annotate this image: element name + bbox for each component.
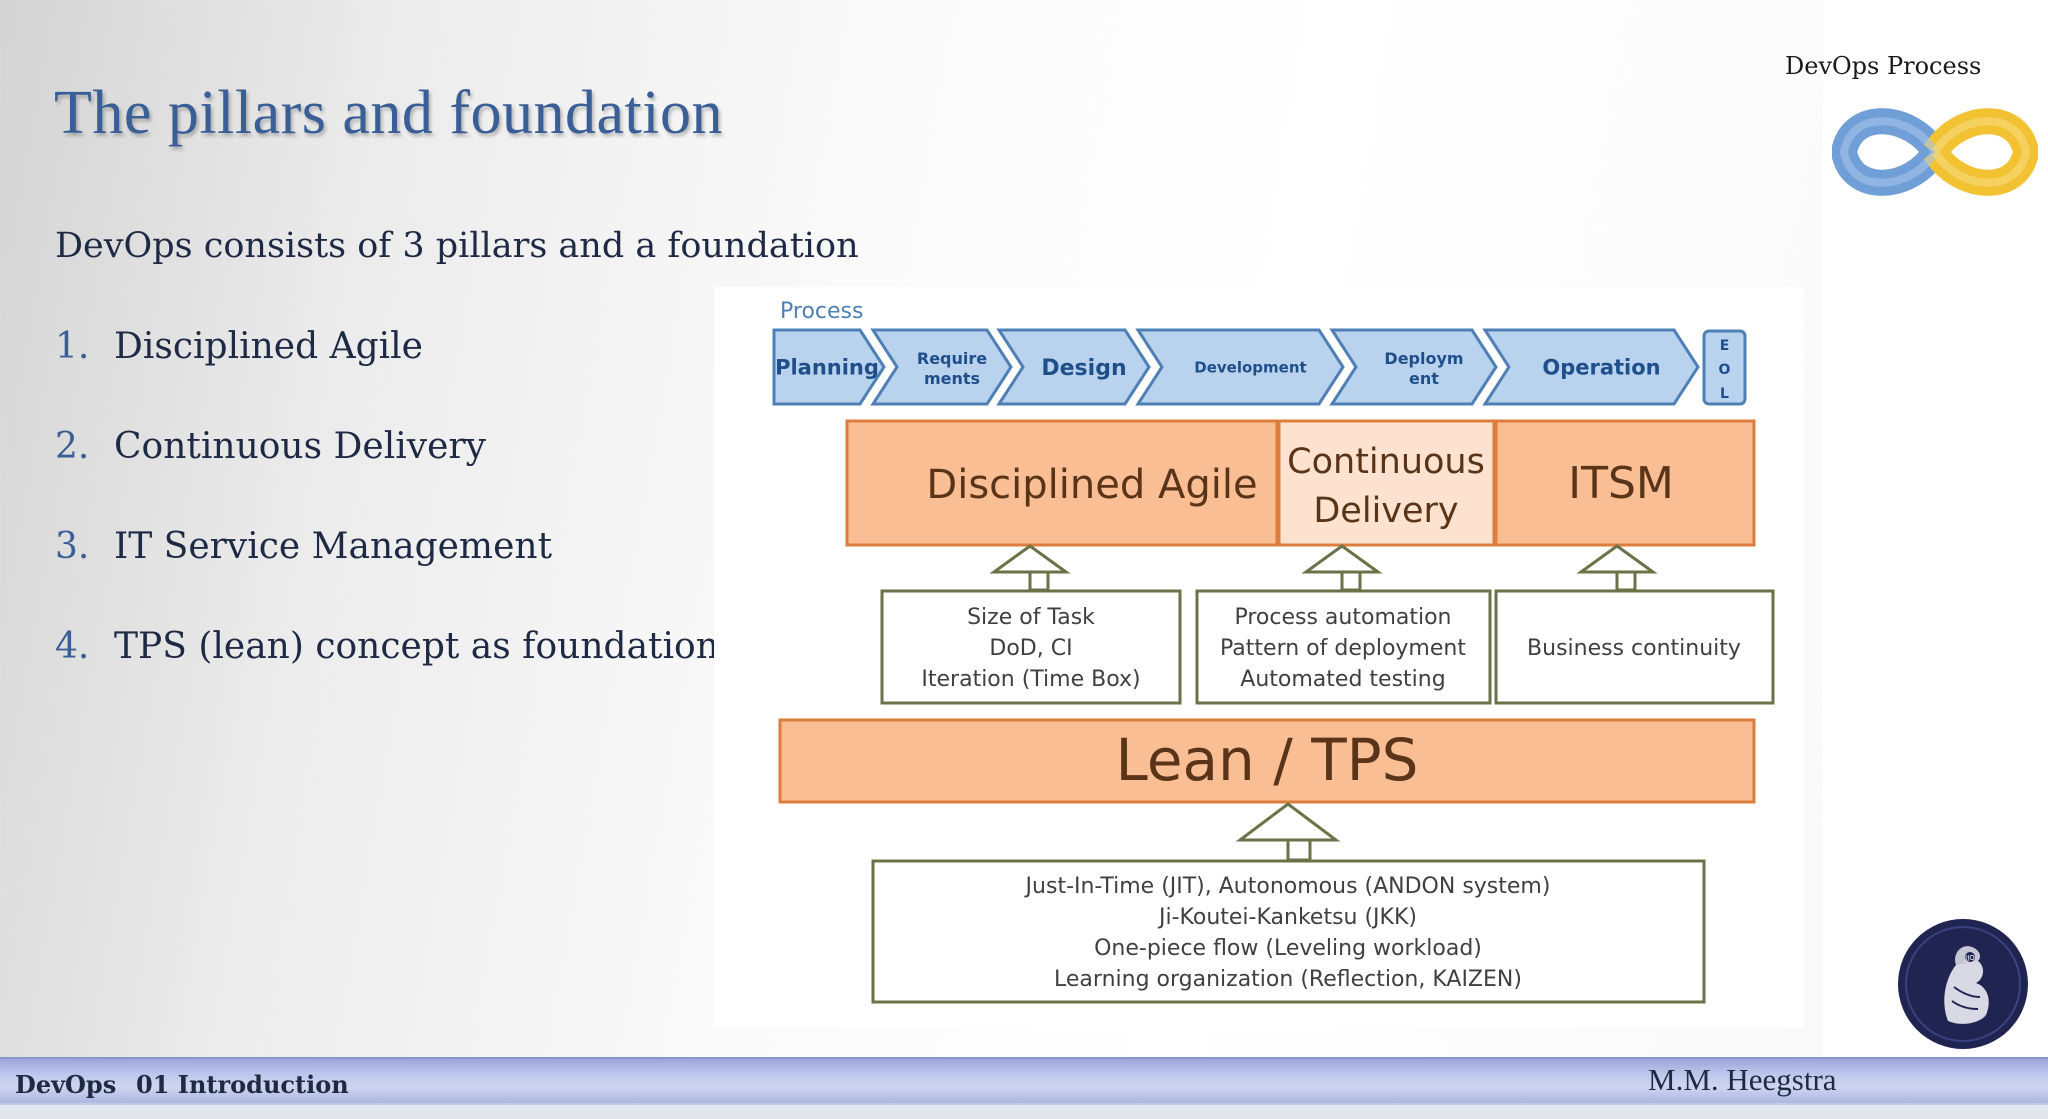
detail-line: Process automation <box>1234 605 1451 630</box>
process-step-shape <box>772 328 886 406</box>
process-label: Process <box>780 299 863 324</box>
list-item-2: 2. Continuous Delivery <box>55 426 486 467</box>
foundation-details: Just-In-Time (JIT), Autonomous (ANDON sy… <box>871 859 1706 1004</box>
detail-box-agile <box>880 589 1182 705</box>
pillar-label: Disciplined Agile <box>926 462 1257 508</box>
footer-bottom-strip <box>0 1103 2048 1119</box>
pillar-details: Size of Task DoD, CI Iteration (Time Box… <box>880 589 1775 705</box>
pillar-label: ITSM <box>1568 458 1674 509</box>
process-step-label: Development <box>1194 358 1306 376</box>
detail-line: DoD, CI <box>989 636 1072 661</box>
detail-line: Automated testing <box>1240 667 1445 692</box>
foundation-arrow <box>1235 802 1341 862</box>
svg-text:JJO: JJO <box>1964 954 1975 962</box>
detail-line: Pattern of deployment <box>1220 636 1466 661</box>
eol-letter-o: O <box>1719 362 1731 378</box>
pillar-continuous-delivery <box>1277 419 1496 547</box>
eol-letter-l: L <box>1720 386 1729 402</box>
footer-bar <box>0 1057 2048 1105</box>
organization-crest-logo: JJO <box>1898 919 2028 1049</box>
list-item-3: 3. IT Service Management <box>55 526 552 567</box>
list-text: Continuous Delivery <box>114 426 486 467</box>
devops-infinity-logo <box>1832 108 2038 196</box>
list-number: 4. <box>55 626 90 667</box>
pillar-label: Continuous <box>1287 442 1485 482</box>
footer-chapter: 01 Introduction <box>136 1070 349 1099</box>
foundation-detail-box <box>871 859 1706 1004</box>
slide-intro: DevOps consists of 3 pillars and a found… <box>55 226 859 266</box>
process-step-shape <box>1135 328 1345 406</box>
foundation-detail-line: Ji-Koutei-Kanketsu (JKK) <box>1157 905 1417 930</box>
foundation-detail-line: Learning organization (Reflection, KAIZE… <box>1054 967 1522 992</box>
eol-letter-e: E <box>1720 338 1730 354</box>
process-step-label: ent <box>1409 369 1439 388</box>
list-item-1: 1. Disciplined Agile <box>55 326 423 367</box>
foundation-detail-line: One-piece flow (Leveling workload) <box>1094 936 1482 961</box>
list-text: Disciplined Agile <box>114 326 423 367</box>
list-text: IT Service Management <box>114 526 553 567</box>
process-step-shape <box>870 328 1013 406</box>
foundation: Lean / TPS <box>778 718 1756 804</box>
devops-process-label: DevOps Process <box>1785 52 1982 80</box>
detail-box-itsm <box>1494 589 1775 705</box>
list-text: TPS (lean) concept as foundation <box>114 626 719 667</box>
detail-line: Iteration (Time Box) <box>921 667 1140 692</box>
process-step-label: Deploym <box>1384 349 1463 368</box>
process-step-label: ments <box>924 369 980 388</box>
eol-box: E O L <box>1702 329 1747 406</box>
detail-box-delivery <box>1195 589 1492 705</box>
pillar-itsm <box>1494 419 1756 547</box>
footer-course: DevOps <box>15 1070 117 1099</box>
process-step-shape <box>1329 328 1498 406</box>
foundation-label: Lean / TPS <box>1116 726 1419 794</box>
up-arrow <box>989 544 1071 592</box>
list-number: 2. <box>55 426 90 467</box>
pillar-disciplined-agile <box>845 419 1279 547</box>
detail-line: Size of Task <box>967 605 1095 630</box>
up-arrow <box>1301 544 1383 592</box>
list-item-4: 4. TPS (lean) concept as foundation <box>55 626 719 667</box>
process-step-label: Planning <box>775 356 879 380</box>
list-number: 3. <box>55 526 90 567</box>
eol-shape <box>1702 329 1747 406</box>
foundation-detail-line: Just-In-Time (JIT), Autonomous (ANDON sy… <box>1024 874 1551 899</box>
up-arrow <box>1576 544 1658 592</box>
process-step-label: Require <box>917 349 987 368</box>
list-number: 1. <box>55 326 90 367</box>
process-step-shape <box>1482 328 1700 406</box>
process-step-label: Operation <box>1542 356 1660 380</box>
slide-title: The pillars and foundation <box>54 79 723 147</box>
footer-author: M.M. Heegstra <box>1648 1062 1837 1097</box>
pillar-label: Delivery <box>1313 491 1458 531</box>
foundation-bar <box>778 718 1756 804</box>
pillar-arrows <box>989 544 1658 592</box>
process-step-label: Design <box>1041 356 1126 381</box>
detail-line: Business continuity <box>1527 636 1741 661</box>
pillars: Disciplined Agile Continuous Delivery IT… <box>845 419 1756 547</box>
process-step-shape <box>996 328 1151 406</box>
